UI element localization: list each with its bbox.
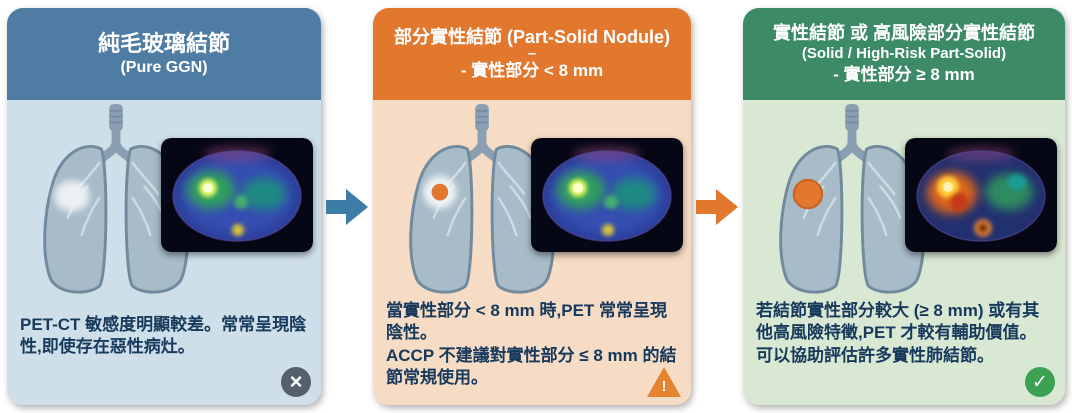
illustration-area [743, 100, 1065, 298]
panel-criteria: - 實性部分 < 8 mm [460, 61, 604, 81]
right-arrow-icon [326, 188, 368, 225]
panel-title: 部分實性結節 (Part-Solid Nodule) [394, 26, 670, 47]
panel-description: 當實性部分 < 8 mm 時,PET 常常呈現陰性。 ACCP 不建議對實性部分… [386, 301, 677, 388]
cross-circle-icon: × [281, 367, 311, 397]
panel-subtitle: (Solid / High-Risk Part-Solid) [801, 44, 1007, 62]
pet-ct-scan-image [905, 138, 1057, 252]
panel-pure-ggn: 純毛玻璃結節 (Pure GGN) [7, 8, 321, 405]
status-badge: ✓ [1025, 367, 1055, 397]
lungs-illustration [779, 103, 925, 294]
panel-part-solid-body: 當實性部分 < 8 mm 時,PET 常常呈現陰性。 ACCP 不建議對實性部分… [373, 100, 691, 405]
panel-description: 若結節實性部分較大 (≥ 8 mm) 或有其他高風險特徵,PET 才較有輔助價值… [756, 301, 1040, 365]
panel-title: 實性結節 或 高風險部分實性結節 [772, 23, 1035, 44]
status-glyph: ✓ [1032, 371, 1048, 393]
check-circle-icon: ✓ [1025, 367, 1055, 397]
panel-solid-body: 若結節實性部分較大 (≥ 8 mm) 或有其他高風險特徵,PET 才較有輔助價值… [743, 100, 1065, 405]
pet-ct-scan-image [161, 138, 313, 252]
flow-arrow-1 [325, 8, 369, 405]
panel-part-solid-header: 部分實性結節 (Part-Solid Nodule) – - 實性部分 < 8 … [373, 8, 691, 100]
status-badge: ! [647, 367, 681, 397]
illustration-area [7, 100, 321, 298]
panel-description: PET-CT 敏感度明顯較差。常常呈現陰性,即使存在惡性病灶。 [20, 315, 307, 357]
panel-subtitle: – [527, 45, 537, 63]
panel-criteria: - 實性部分 ≥ 8 mm [833, 64, 975, 84]
status-glyph: × [289, 369, 303, 394]
solid-component-nodule [431, 183, 449, 201]
status-badge: × [281, 367, 311, 397]
status-glyph: ! [661, 378, 667, 395]
flow-arrow-2 [695, 8, 739, 405]
panel-pure-ggn-header: 純毛玻璃結節 (Pure GGN) [7, 8, 321, 100]
panel-solid-high-risk: 實性結節 或 高風險部分實性結節 (Solid / High-Risk Part… [743, 8, 1065, 405]
solid-nodule [792, 178, 824, 210]
pet-ct-scan-image [531, 138, 683, 252]
ggn-nodule [54, 180, 90, 212]
panel-subtitle: (Pure GGN) [120, 58, 208, 76]
panel-title: 純毛玻璃結節 [97, 31, 230, 57]
warning-triangle-icon: ! [647, 367, 681, 397]
panel-pure-ggn-body: PET-CT 敏感度明顯較差。常常呈現陰性,即使存在惡性病灶。 × [7, 100, 321, 405]
illustration-area [373, 100, 691, 298]
panel-solid-header: 實性結節 或 高風險部分實性結節 (Solid / High-Risk Part… [743, 8, 1065, 100]
right-arrow-icon [696, 188, 738, 225]
panel-part-solid: 部分實性結節 (Part-Solid Nodule) – - 實性部分 < 8 … [373, 8, 691, 405]
